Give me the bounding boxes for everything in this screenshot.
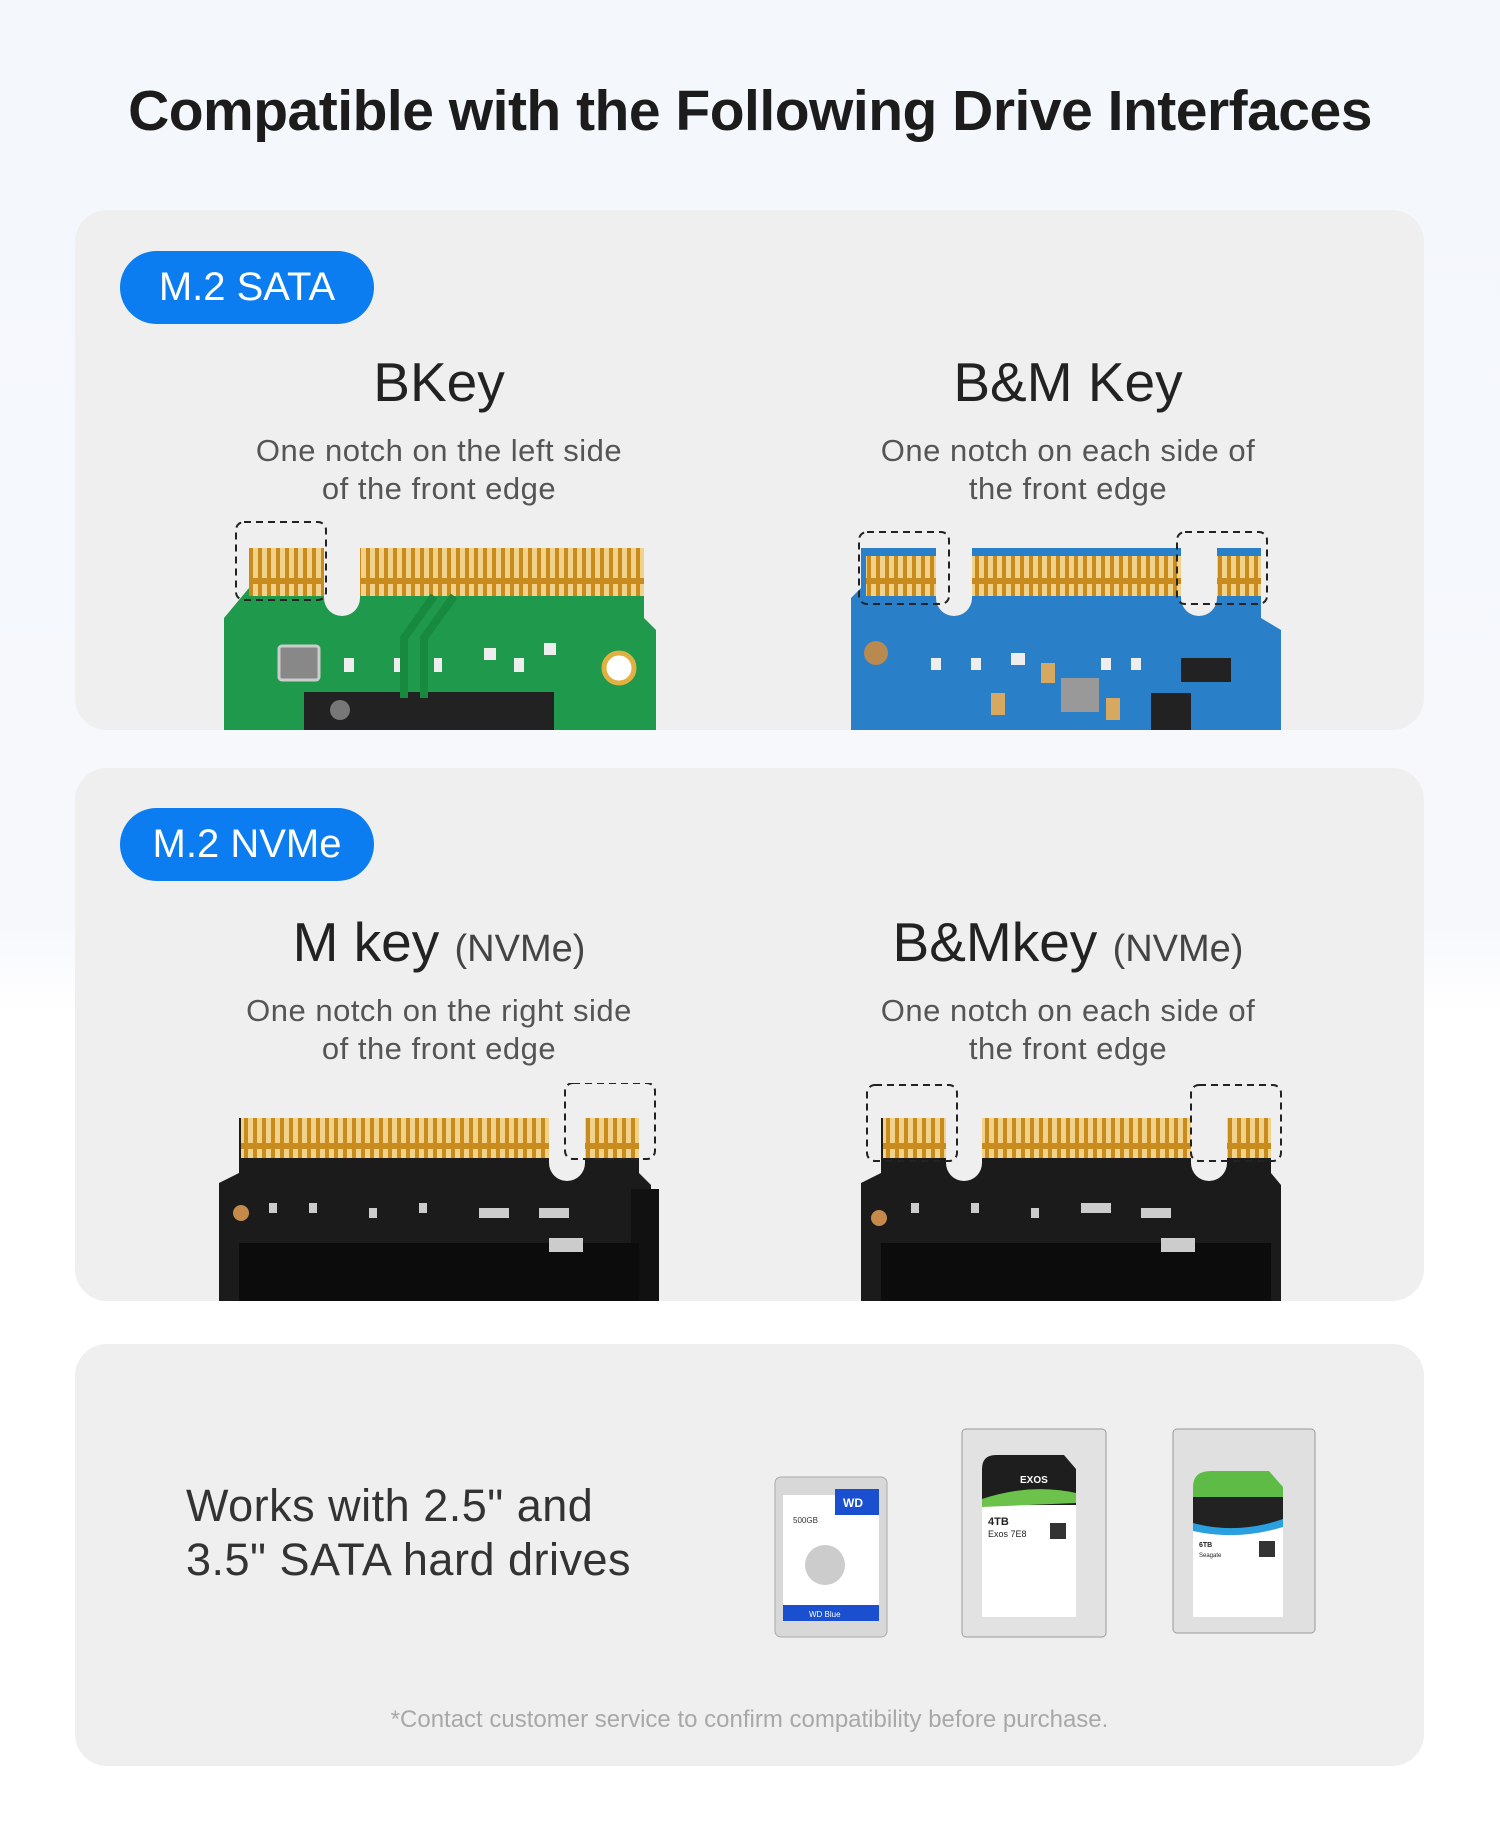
page-title: Compatible with the Following Drive Inte… <box>128 79 1372 143</box>
m2-sata-badge: M.2 SATA <box>120 251 374 324</box>
m2-sata-panel: M.2 SATA BKey One notch on the left side… <box>75 210 1424 730</box>
heading-suffix: (NVMe) <box>454 928 586 970</box>
m2-nvme-badge: M.2 NVMe <box>120 808 374 881</box>
heading-text: M key <box>292 911 440 973</box>
heading-text: B&M Key <box>953 351 1183 413</box>
drive-capacity: 500GB <box>793 1516 818 1525</box>
desc-line: of the front edge <box>321 471 557 506</box>
m-key-board-image <box>219 1083 659 1301</box>
desc-line: One notch on the left side <box>255 433 623 468</box>
drive-label: Seagate <box>1199 1553 1222 1559</box>
heading-text: BKey <box>373 351 505 413</box>
desc-line: One notch on the right side <box>246 993 632 1028</box>
desc-line: the front edge <box>968 471 1168 506</box>
m2-nvme-panel: M.2 NVMe M key (NVMe) One notch on the r… <box>75 768 1424 1301</box>
seagate-exos-drive-image: EXOS 4TB Exos 7E8 <box>961 1428 1107 1638</box>
m-key-column: M key (NVMe) One notch on the right side… <box>159 910 719 1068</box>
desc-line: One notch on each side of <box>880 993 1256 1028</box>
drive-label: Exos 7E8 <box>988 1529 1027 1539</box>
exos-logo: EXOS <box>1020 1475 1048 1486</box>
bkey-board-image <box>224 521 656 730</box>
wd-blue-drive-image: WD 500GB WD Blue <box>774 1476 888 1638</box>
heading-text: B&Mkey <box>892 911 1098 973</box>
desc-line: One notch on each side of <box>880 433 1256 468</box>
bkey-heading: BKey <box>159 350 719 414</box>
compatibility-footnote: *Contact customer service to confirm com… <box>390 1706 1109 1733</box>
bm-key-board-image <box>851 531 1281 730</box>
hdd-line: Works with 2.5" and <box>186 1480 594 1531</box>
seagate-6tb-drive-image: 6TB Seagate <box>1172 1428 1316 1634</box>
desc-line: the front edge <box>968 1031 1168 1066</box>
bm-key-heading: B&M Key <box>788 350 1348 414</box>
heading-suffix: (NVMe) <box>1112 928 1244 970</box>
drive-label: WD Blue <box>809 1610 841 1619</box>
m-key-heading: M key (NVMe) <box>159 910 719 974</box>
wd-logo: WD <box>843 1496 863 1510</box>
drive-capacity: 4TB <box>988 1516 1009 1528</box>
bm-key-nvme-heading: B&Mkey (NVMe) <box>788 910 1348 974</box>
drive-capacity: 6TB <box>1199 1542 1212 1549</box>
hdd-line: 3.5" SATA hard drives <box>186 1534 632 1585</box>
bm-key-nvme-board-image <box>861 1084 1282 1301</box>
desc-line: of the front edge <box>321 1031 557 1066</box>
